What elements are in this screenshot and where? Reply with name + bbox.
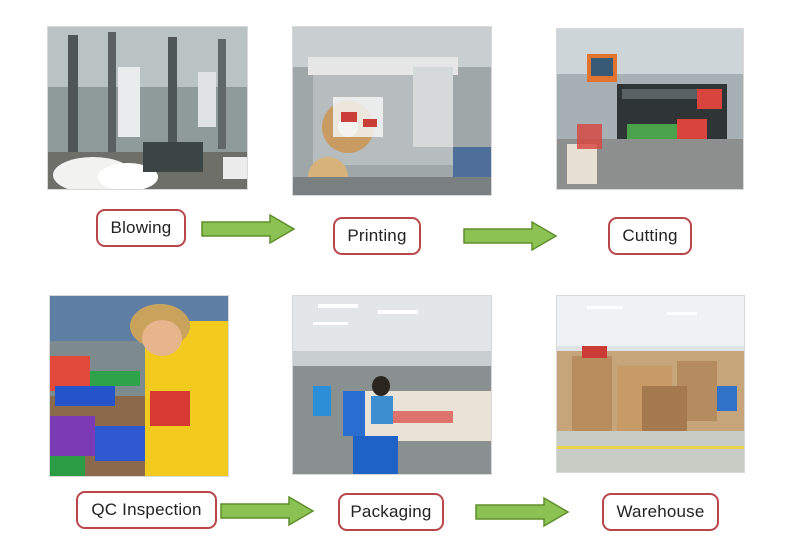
step-label-warehouse: Warehouse — [602, 493, 719, 531]
step-label-qc-inspection: QC Inspection — [76, 491, 217, 529]
step-label-blowing: Blowing — [96, 209, 186, 247]
cutting-photo — [557, 29, 743, 189]
arrow-right-icon — [474, 496, 570, 528]
step-label-packaging: Packaging — [338, 493, 444, 531]
step-label-printing: Printing — [333, 217, 421, 255]
arrow-right-icon — [219, 495, 315, 527]
arrow-right-icon — [200, 213, 296, 245]
packaging-photo — [293, 296, 491, 474]
warehouse-photo — [557, 296, 744, 472]
qc-inspection-photo — [50, 296, 228, 476]
printing-photo — [293, 27, 491, 195]
blowing-photo — [48, 27, 247, 189]
step-label-cutting: Cutting — [608, 217, 692, 255]
arrow-right-icon — [462, 220, 558, 252]
